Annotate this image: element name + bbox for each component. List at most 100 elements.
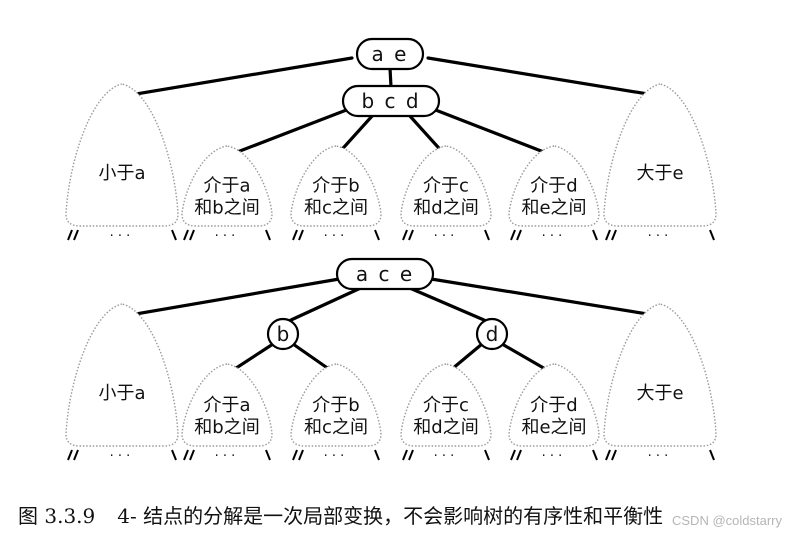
d1-subtree-2-dots: · · · [215, 229, 236, 244]
d2-root-node: a c e [335, 257, 435, 291]
d2-subtree-3-label-1: 介于b [312, 395, 359, 416]
d2-subtree-5-label-1: 介于d [530, 395, 577, 416]
d1-subtree-4-label-2: 和d之间 [413, 198, 478, 219]
d2-subtree-2-label-1: 介于a [203, 395, 250, 416]
d1-subtree-6-left-leg-2 [611, 229, 617, 241]
d1-subtree-4-label-1: 介于c [423, 176, 469, 197]
d2-node-b-label: b [277, 322, 290, 346]
d2-subtree-6-label-1: 大于e [636, 383, 683, 404]
d1-subtree-3-outline [290, 145, 382, 227]
d1-subtree-1-right-leg-1 [171, 229, 177, 241]
d2-subtree-6-outline [603, 303, 717, 447]
d1-subtree-4-dots: · · · [434, 229, 455, 244]
d1-subtree-5-right-leg-1 [592, 229, 598, 241]
edge-d1-root-left [122, 56, 354, 98]
d2-subtree-3-left-leg-2 [298, 449, 304, 461]
d1-subtree-2-outline [181, 145, 273, 227]
d2-subtree-6-right-leg-1 [709, 449, 715, 461]
d1-subtree-5-dots: · · · [542, 229, 563, 244]
d1-subtree-4-right-leg-1 [484, 229, 490, 241]
d2-subtree-4-label-2: 和d之间 [413, 417, 478, 438]
d1-root-node-shape [355, 37, 425, 71]
d1-subtree-5-label-1: 介于d [530, 176, 577, 197]
d2-subtree-6-dots: · · · [648, 449, 669, 464]
d2-subtree-5-left-leg-2 [516, 449, 522, 461]
d2-subtree-2-right-leg-1 [265, 449, 271, 461]
d1-root-node-label: a e [372, 42, 409, 66]
d1-subtree-3-left-leg-2 [298, 229, 304, 241]
d2-subtree-3-dots: · · · [324, 449, 345, 464]
d1-subtree-4-left-leg-2 [408, 229, 414, 241]
d1-child-node-shape [341, 84, 441, 118]
d1-subtree-1: 小于a· · · [65, 83, 179, 244]
d2-subtree-5-dots: · · · [542, 449, 563, 464]
d2-subtree-3-outline [290, 363, 382, 447]
d1-subtree-4-left-leg-1 [402, 229, 408, 241]
edge-d1-child-4 [431, 107, 556, 158]
d2-node-b-shape [266, 317, 300, 351]
d1-subtree-6-label-1: 大于e [636, 163, 683, 184]
d2-subtree-6-left-leg-2 [611, 449, 617, 461]
d1-subtree-3-label-2: 和c之间 [304, 198, 368, 219]
d1-subtree-2-left-leg-1 [183, 229, 189, 241]
d2-subtree-2-label-2: 和b之间 [194, 417, 259, 438]
d2-node-d: d [475, 317, 509, 351]
d2-subtree-6: 大于e · · · [603, 303, 717, 464]
d1-subtree-1-left-leg-1 [67, 229, 73, 241]
d1-subtree-3-label-1: 介于b [312, 176, 359, 197]
d2-subtree-5-left-leg-1 [510, 449, 516, 461]
d1-subtree-6: 大于e · · · [603, 83, 717, 244]
watermark: CSDN @coldstarry [672, 513, 782, 528]
d2-subtree-1: 小于a· · · [65, 303, 179, 464]
d2-subtree-3-left-leg-1 [292, 449, 298, 461]
d2-subtree-1-outline [65, 303, 179, 447]
d1-subtree-4-outline [400, 145, 492, 227]
edge-d1-root-right [426, 56, 662, 98]
d2-subtree-1-right-leg-1 [171, 449, 177, 461]
d2-subtree-1-left-leg-2 [73, 449, 79, 461]
edge-d1-root-child [388, 66, 393, 89]
d2-node-d-shape [475, 317, 509, 351]
d1-subtree-5-left-leg-2 [516, 229, 522, 241]
edge-d2-root-right [423, 276, 662, 318]
d2-subtree-4-left-leg-1 [402, 449, 408, 461]
d2-subtree-1-left-leg-1 [67, 449, 73, 461]
d1-child-node: b c d [341, 84, 441, 118]
d2-subtree-2-left-leg-1 [183, 449, 189, 461]
d2-subtree-3-label-2: 和c之间 [304, 417, 368, 438]
d1-subtree-3-left-leg-1 [292, 229, 298, 241]
d2-subtree-4-outline [400, 363, 492, 447]
d1-root-node: a e [355, 37, 425, 71]
d2-subtree-4-dots: · · · [434, 449, 455, 464]
d2-subtree-2-left-leg-2 [189, 449, 195, 461]
d1-subtree-6-dots: · · · [648, 229, 669, 244]
d1-subtree-2-left-leg-2 [189, 229, 195, 241]
edge-d2-root-b [289, 284, 367, 322]
d1-child-node-label: b c d [361, 89, 420, 113]
edge-d2-root-d [403, 284, 486, 322]
d1-subtree-3-right-leg-1 [374, 229, 380, 241]
d2-subtree-2-outline [181, 363, 273, 447]
d2-subtree-1-dots: · · · [110, 449, 131, 464]
figure-caption-text: 4- 结点的分解是一次局部变换，不会影响树的有序性和平衡性 [117, 504, 664, 528]
d2-subtree-5-outline [508, 363, 600, 447]
d2-subtree-5-right-leg-1 [592, 449, 598, 461]
d2-node-d-label: d [486, 322, 499, 346]
d2-subtree-4-right-leg-1 [484, 449, 490, 461]
d2-subtree-4-left-leg-2 [408, 449, 414, 461]
d2-subtree-5-label-2: 和e之间 [521, 417, 586, 438]
d1-subtree-1-label-1: 小于a [98, 163, 145, 184]
d1-subtree-1-left-leg-2 [73, 229, 79, 241]
d2-subtree-2-dots: · · · [215, 449, 236, 464]
d1-subtree-2-label-2: 和b之间 [194, 198, 259, 219]
